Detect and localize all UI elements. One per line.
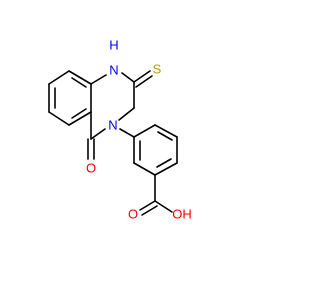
carbonyl-oxygen-label: O — [86, 161, 96, 176]
bond-lines — [48, 70, 178, 216]
imide-nitrogen-label: N — [108, 118, 117, 133]
acid-carbonyl-oxygen-label: O — [128, 207, 138, 222]
thione-sulfur-label: S — [153, 62, 162, 77]
amine-hydrogen-label: H — [109, 38, 118, 53]
hydroxyl-label: OH — [172, 207, 192, 222]
amine-nitrogen-label: N — [109, 63, 118, 78]
chemical-structure-diagram: H N N S O O OH — [48, 38, 192, 222]
